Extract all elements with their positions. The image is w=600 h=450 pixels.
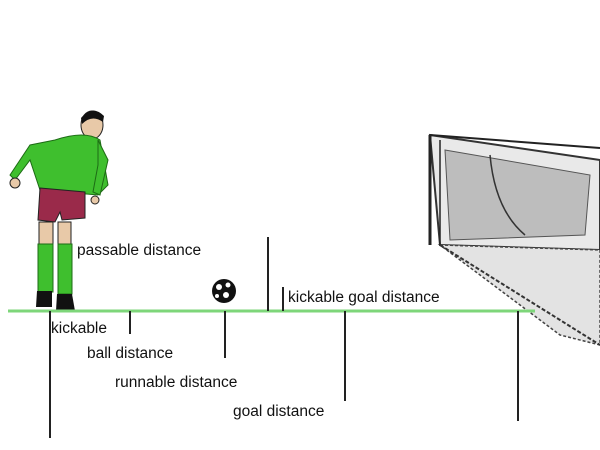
runnable-distance-label: runnable distance (115, 374, 237, 391)
soccer-player (9, 110, 109, 311)
ball-distance-label: ball distance (87, 345, 173, 362)
passable-distance-label: passable distance (77, 242, 201, 259)
kickable-label: kickable (51, 320, 107, 337)
kickable-goal-distance-label: kickable goal distance (288, 289, 440, 306)
goal-net (428, 133, 600, 346)
goal-distance-label: goal distance (233, 403, 324, 420)
soccer-ball (212, 279, 236, 303)
